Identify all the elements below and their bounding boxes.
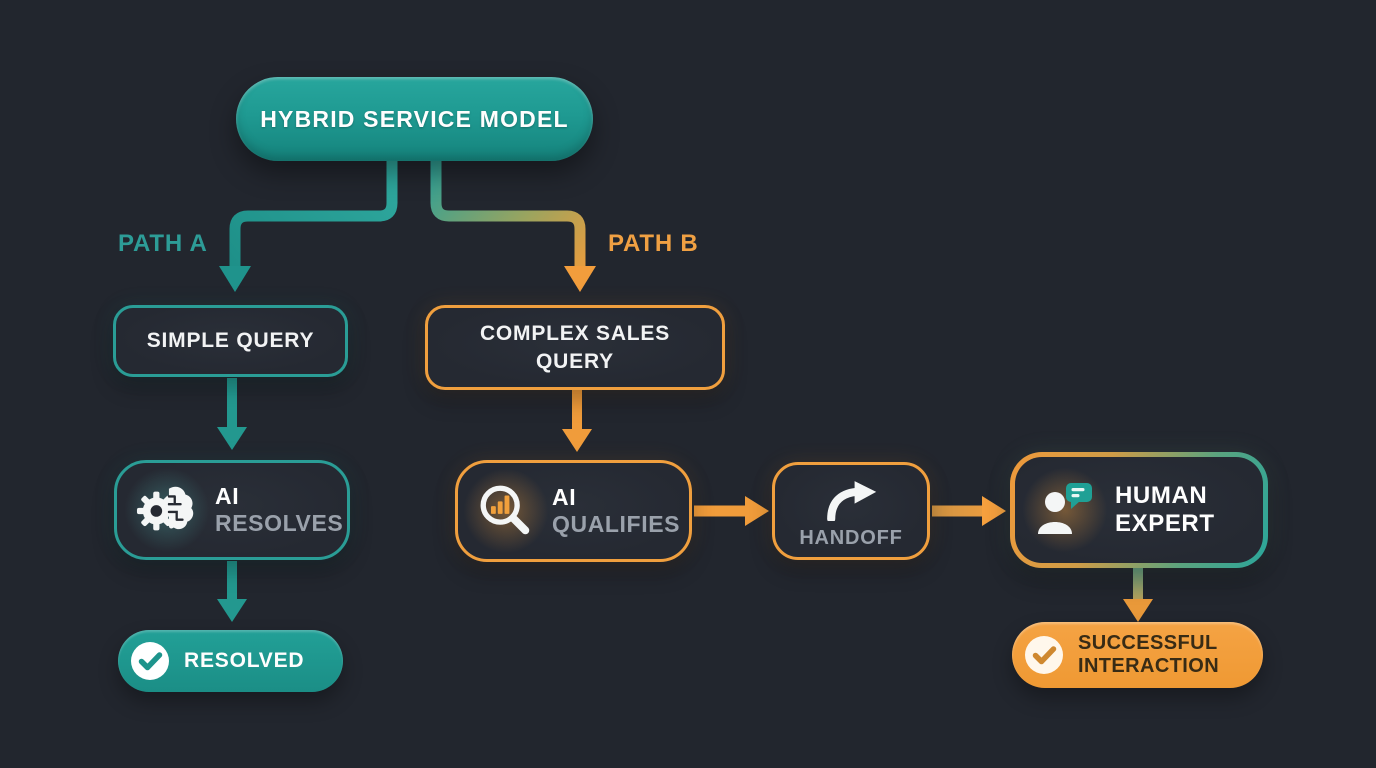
simple-query-label: SIMPLE QUERY	[146, 329, 315, 352]
forward-arrow-icon	[824, 479, 878, 521]
successful-label-line1: SUCCESSFUL	[1078, 632, 1218, 654]
complex-query-label-line1: COMPLEX SALES	[479, 322, 671, 346]
successful-interaction-node: SUCCESSFUL INTERACTION	[1012, 622, 1263, 688]
magnifier-chart-icon	[460, 465, 552, 557]
ai-resolves-node: AI RESOLVES	[114, 460, 350, 560]
ai-resolves-label-line2: RESOLVES	[215, 510, 344, 536]
title-node: HYBRID SERVICE MODEL	[236, 77, 593, 161]
edge-handoff-to-human-expert-arrowhead	[982, 496, 1006, 526]
resolved-label: RESOLVED	[184, 649, 305, 672]
edge-human-expert-to-successful-arrowhead	[1123, 599, 1153, 622]
edge-ai-qualifies-to-handoff-arrowhead	[745, 496, 769, 526]
handoff-label: HANDOFF	[799, 526, 903, 549]
edge-ai-resolves-to-resolved-arrowhead	[217, 599, 247, 622]
ai-resolves-label-line1: AI	[215, 482, 240, 509]
human-expert-label-line1: HUMAN	[1115, 481, 1208, 509]
check-circle-icon	[1024, 635, 1064, 675]
ai-qualifies-label-line1: AI	[552, 483, 577, 510]
complex-sales-query-node: COMPLEX SALES QUERY	[425, 305, 725, 390]
edge-title-to-simple-query-arrowhead	[219, 266, 251, 292]
ai-qualifies-node: AI QUALIFIES	[455, 460, 692, 562]
edge-title-to-simple-query	[229, 158, 398, 268]
path-b-label: PATH B	[608, 230, 699, 257]
human-expert-label-line2: EXPERT	[1115, 510, 1215, 537]
human-expert-node: HUMAN EXPERT	[1010, 452, 1268, 568]
resolved-node: RESOLVED	[118, 630, 343, 692]
successful-label-line2: INTERACTION	[1078, 655, 1220, 677]
simple-query-node: SIMPLE QUERY	[113, 305, 348, 377]
complex-query-label-line2: QUERY	[536, 349, 614, 373]
check-circle-icon	[130, 641, 170, 681]
handoff-node: HANDOFF	[772, 462, 930, 560]
edge-title-to-complex-query	[430, 158, 586, 268]
person-chat-icon	[1019, 464, 1111, 556]
edge-complex-query-to-ai-qualifies-arrowhead	[562, 429, 592, 452]
ai-qualifies-label-line2: QUALIFIES	[552, 511, 681, 537]
person-chat-icon-glow	[1019, 464, 1111, 556]
edge-title-to-complex-query-arrowhead	[564, 266, 596, 292]
edge-simple-query-to-ai-resolves-arrowhead	[217, 427, 247, 450]
path-a-label: PATH A	[118, 230, 208, 257]
title-label: HYBRID SERVICE MODEL	[260, 105, 569, 132]
gear-brain-icon	[121, 464, 213, 556]
